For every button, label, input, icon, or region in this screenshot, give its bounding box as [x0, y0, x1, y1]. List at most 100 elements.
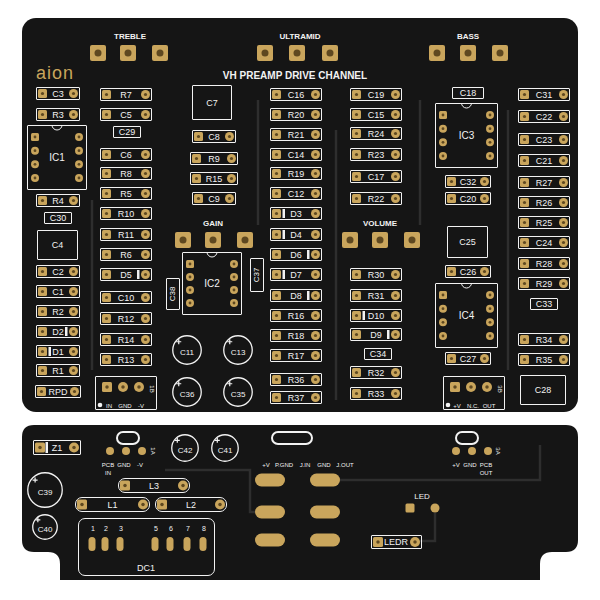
ref-designator: C37 — [253, 268, 261, 283]
solder-pad — [141, 150, 150, 159]
ref-designator: C38 — [169, 287, 177, 302]
ref-designator: L1 — [107, 500, 117, 509]
solder-pad — [520, 178, 529, 187]
pad-hole — [394, 132, 397, 135]
trace — [340, 445, 540, 480]
pad-hole — [72, 113, 75, 116]
solder-pad — [391, 389, 400, 398]
pad-hole — [72, 92, 75, 95]
component-outline: R12 — [100, 312, 152, 325]
ref-designator: L2 — [186, 500, 196, 509]
pad-hole — [355, 197, 358, 200]
solder-pad — [230, 260, 238, 268]
pad-hole — [450, 270, 453, 273]
solder-pad — [69, 366, 78, 375]
solder-pad — [559, 178, 568, 187]
pad-hole — [157, 50, 164, 57]
solder-pad — [447, 177, 456, 186]
solder-pad — [272, 90, 281, 99]
pad-hole — [355, 153, 358, 156]
solder-pad — [186, 273, 194, 281]
pad-hole — [105, 253, 108, 256]
jack-pad — [255, 474, 285, 487]
ref-designator: C2 — [52, 267, 64, 276]
pad-hole — [197, 197, 200, 200]
trace — [420, 513, 435, 541]
cathode-band — [283, 270, 286, 279]
solder-pad — [225, 132, 234, 141]
solder-pad — [102, 150, 111, 159]
electrolytic-capacitor: C11 — [172, 335, 202, 365]
ref-designator: R12 — [118, 314, 135, 323]
trace — [91, 200, 94, 370]
solder-pad — [38, 287, 47, 296]
pad-hole — [314, 113, 317, 116]
ref-designator: C25 — [459, 238, 476, 247]
pad-hole — [41, 113, 44, 116]
pin-label: OUT — [483, 403, 496, 409]
brand-logo: aion — [36, 64, 74, 82]
ic-outline: IC4 — [435, 283, 498, 348]
pad-hole — [450, 180, 453, 183]
solder-pad — [486, 152, 494, 160]
ref-designator: C8 — [208, 132, 220, 141]
pad-hole — [242, 237, 249, 244]
solder-pad — [102, 169, 111, 178]
solder-pad — [439, 291, 447, 299]
pad-hole — [562, 181, 565, 184]
pcb-board — [22, 18, 578, 412]
solder-pad — [31, 133, 39, 141]
silkscreen-label: GND — [317, 462, 330, 468]
solder-pad — [141, 293, 150, 302]
pad-hole — [72, 199, 75, 202]
ref-designator: C36 — [180, 391, 195, 399]
pad-hole — [355, 175, 358, 178]
pad-hole — [377, 237, 384, 244]
pad-hole — [314, 334, 317, 337]
solder-pad — [69, 307, 78, 316]
ref-designator: R36 — [288, 375, 305, 384]
ref-designator: C30 — [50, 214, 67, 223]
ref-designator: C3 — [52, 89, 64, 98]
capacitor-outline: C29 — [113, 126, 141, 138]
pad-hole — [442, 127, 445, 130]
pad-hole — [41, 369, 44, 372]
pad-hole — [394, 314, 397, 317]
pad-hole — [355, 371, 358, 374]
solder-pad — [391, 150, 400, 159]
silkscreen-label: IN — [105, 470, 111, 476]
silkscreen-label: ULTRAMID — [279, 33, 320, 41]
pad-hole — [275, 396, 278, 399]
component-outline: R24 — [350, 127, 402, 140]
component-outline: R28 — [518, 257, 570, 270]
solder-pad — [186, 260, 194, 268]
diode-outline: D3 — [270, 207, 322, 220]
ic-notch — [462, 103, 472, 108]
solder-pad — [559, 198, 568, 207]
ref-designator: R34 — [536, 335, 553, 344]
pad-hole — [275, 314, 278, 317]
component-outline: C8 — [192, 130, 236, 143]
solder-pad — [311, 270, 320, 279]
capacitor-outline: C4 — [37, 230, 78, 260]
pad-hole — [294, 50, 301, 57]
component-outline: C26 — [445, 265, 491, 278]
ref-designator: C20 — [460, 194, 477, 203]
solder-pad — [447, 194, 456, 203]
pad-hole — [562, 262, 565, 265]
polarity-mark — [176, 339, 181, 344]
pad-hole — [144, 113, 147, 116]
solder-pad — [75, 174, 83, 182]
solder-pad — [480, 194, 489, 203]
component-outline: C27 — [445, 352, 491, 365]
solder-pad — [559, 156, 568, 165]
pad-hole — [442, 307, 445, 310]
solder-pad — [272, 130, 281, 139]
solder-pad — [486, 305, 494, 313]
solder-pad — [447, 354, 456, 363]
solder-pad — [520, 218, 529, 227]
pad-hole — [41, 310, 44, 313]
diode-outline: Z1 — [33, 440, 81, 455]
pad-hole — [144, 153, 147, 156]
silkscreen-label: J.IN — [300, 462, 311, 468]
